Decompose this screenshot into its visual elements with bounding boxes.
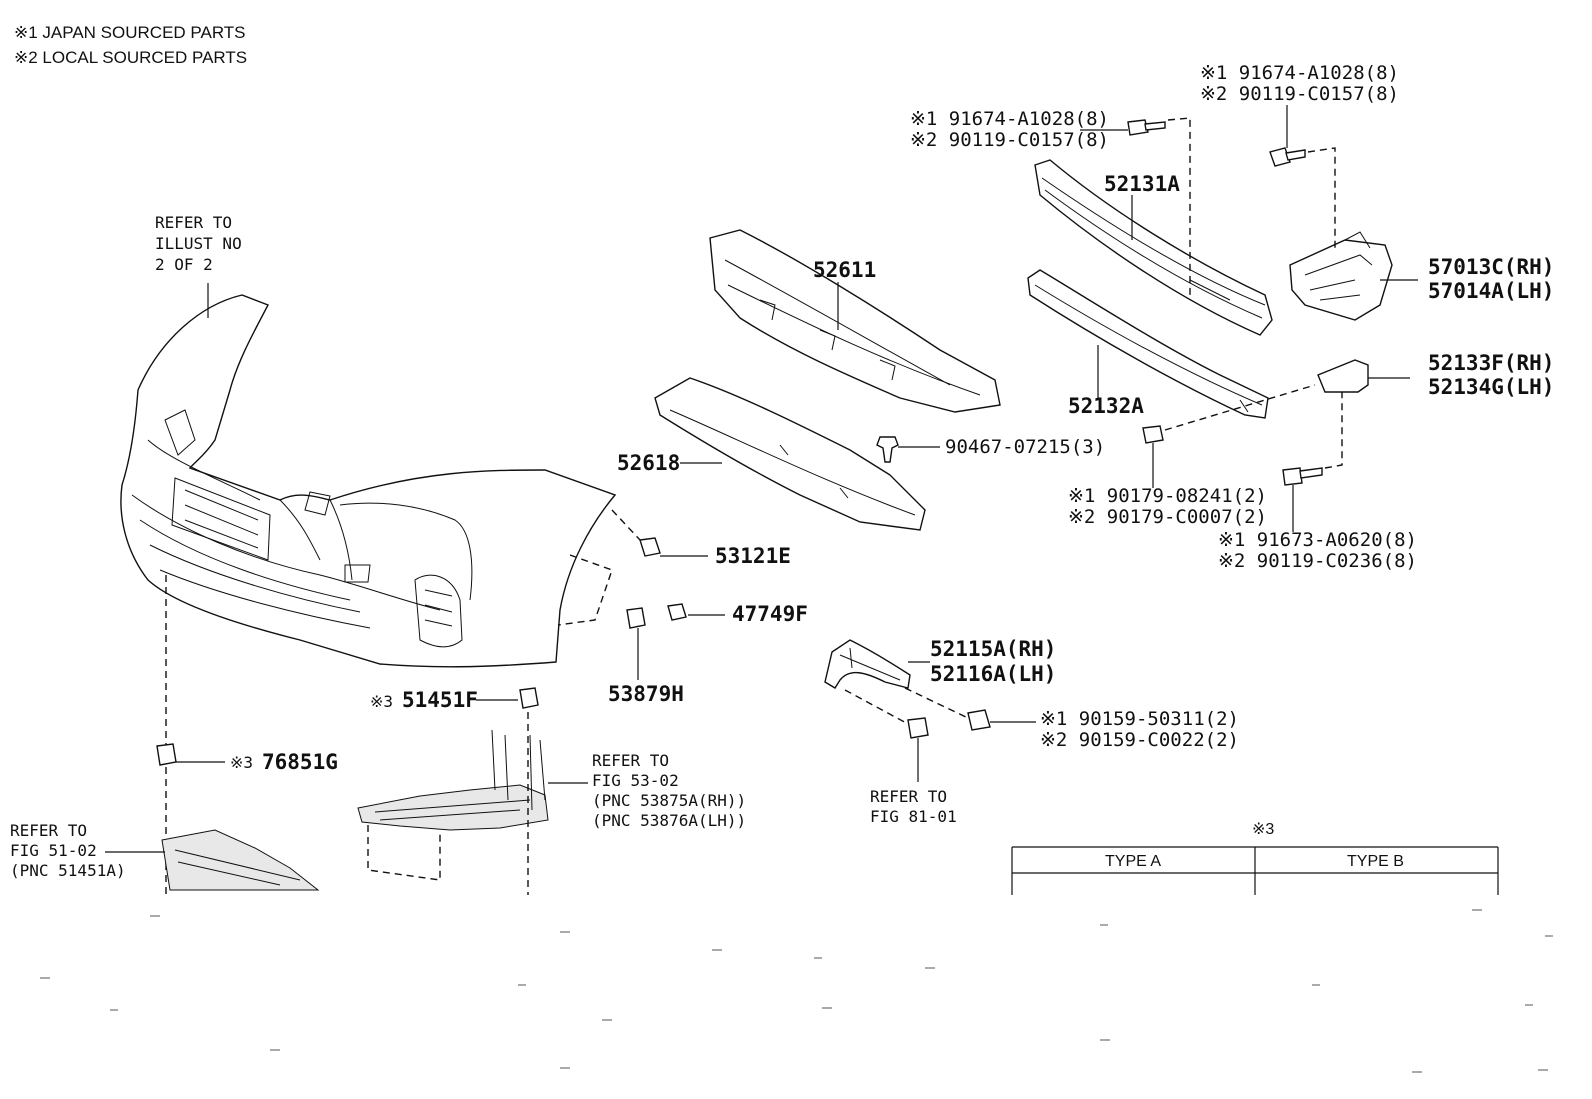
dashed-guide-52115A xyxy=(904,687,969,719)
ref-fig5102-line1: REFER TO xyxy=(10,821,87,840)
label-90467: 90467-07215(3) xyxy=(945,436,1105,458)
label-bolt-top-right-1: ※1 91674-A1028(8) xyxy=(1200,62,1399,84)
engine-under-cover-drawing xyxy=(161,829,320,891)
mark-76851G: ※3 xyxy=(230,753,253,772)
legend-note-local: ※2 LOCAL SOURCED PARTS xyxy=(14,48,247,67)
label-51451F: 51451F xyxy=(402,688,478,712)
bolt-icon xyxy=(1282,467,1323,486)
type-table-col-a: TYPE A xyxy=(1105,853,1161,870)
label-bolt-top-left-1: ※1 91674-A1028(8) xyxy=(910,108,1109,130)
label-53121E: 53121E xyxy=(715,544,791,568)
absorber-52611-drawing xyxy=(709,229,1001,413)
clip-76851G-icon xyxy=(156,743,177,766)
dashed-guide-53121E xyxy=(611,509,641,541)
ref-fig5302-line2: FIG 53-02 xyxy=(592,771,679,790)
label-bolt-bracket-1: ※1 90159-50311(2) xyxy=(1040,708,1239,730)
bolt-icon xyxy=(967,709,991,731)
ref-fig5102-line3: (PNC 51451A) xyxy=(10,861,126,880)
ref-fig8101-line2: FIG 81-01 xyxy=(870,807,957,826)
clip-90467-icon xyxy=(876,436,899,463)
label-57013C: 57013C(RH) xyxy=(1428,255,1554,279)
label-47749F: 47749F xyxy=(732,602,808,626)
bracket-52115A-drawing xyxy=(824,639,911,689)
dashed-guide-52115A-2 xyxy=(844,689,911,726)
type-table-col-b: TYPE B xyxy=(1347,853,1404,870)
clip-53121E-icon xyxy=(639,537,661,557)
mark-51451F: ※3 xyxy=(370,692,393,711)
clip-51451F-icon xyxy=(519,687,539,709)
dashed-guide-53875A-lower xyxy=(367,825,441,881)
label-bolt-top-left-2: ※2 90119-C0157(8) xyxy=(910,129,1109,151)
label-52618: 52618 xyxy=(617,451,680,475)
clip-47749F-icon xyxy=(667,603,687,621)
ref-fig5102-line2: FIG 51-02 xyxy=(10,841,97,860)
absorber-52618-drawing xyxy=(654,377,926,531)
label-76851G: 76851G xyxy=(262,750,338,774)
label-bolt-bracket-2: ※2 90159-C0022(2) xyxy=(1040,729,1239,751)
label-52611: 52611 xyxy=(813,258,876,282)
label-52131A: 52131A xyxy=(1104,172,1180,196)
label-52133F: 52133F(RH) xyxy=(1428,351,1554,375)
nut-icon xyxy=(1142,425,1164,444)
legend-note-japan: ※1 JAPAN SOURCED PARTS xyxy=(14,23,246,42)
label-57014A: 57014A(LH) xyxy=(1428,279,1554,303)
ref-fig8101-line1: REFER TO xyxy=(870,787,947,806)
ref-fig5302-line1: REFER TO xyxy=(592,751,669,770)
ref-fig5302-line4: (PNC 53876A(LH)) xyxy=(592,811,746,830)
label-nut-2: ※2 90179-C0007(2) xyxy=(1068,506,1267,528)
scan-dust xyxy=(40,909,1553,1073)
dashed-guide-bolt-side xyxy=(1324,392,1343,469)
label-nut-1: ※1 90179-08241(2) xyxy=(1068,485,1267,507)
label-52116A: 52116A(LH) xyxy=(930,662,1056,686)
ref-illust-line3: 2 OF 2 xyxy=(155,255,213,274)
dashed-guide-bolt-top-right xyxy=(1307,147,1336,250)
label-52115A: 52115A(RH) xyxy=(930,637,1056,661)
type-table-mark: ※3 xyxy=(1252,821,1274,838)
reinforcement-52132A-drawing xyxy=(1027,269,1269,419)
ref-fig5302-line3: (PNC 53875A(RH)) xyxy=(592,791,746,810)
type-table: ※3 TYPE A TYPE B xyxy=(1011,821,1499,895)
bolt-icon xyxy=(907,717,929,739)
bracket-52133F-drawing xyxy=(1317,359,1369,393)
bracket-57013C-drawing xyxy=(1289,231,1393,321)
label-52132A: 52132A xyxy=(1068,394,1144,418)
splash-shield-53875A-drawing xyxy=(357,729,549,831)
ref-illust-line2: ILLUST NO xyxy=(155,234,242,253)
retainer-53879H-icon xyxy=(626,607,646,629)
label-bolt-side-1: ※1 91673-A0620(8) xyxy=(1218,529,1417,551)
label-53879H: 53879H xyxy=(608,682,684,706)
ref-illust-line1: REFER TO xyxy=(155,213,232,232)
label-bolt-top-right-2: ※2 90119-C0157(8) xyxy=(1200,83,1399,105)
bolt-icon xyxy=(1127,119,1166,136)
reinforcement-52131A-drawing xyxy=(1034,159,1273,336)
bolt-icon xyxy=(1269,147,1306,167)
label-52134G: 52134G(LH) xyxy=(1428,375,1554,399)
bumper-cover-drawing xyxy=(120,294,617,668)
dashed-guide-nut xyxy=(1164,384,1316,431)
label-bolt-side-2: ※2 90119-C0236(8) xyxy=(1218,550,1417,572)
